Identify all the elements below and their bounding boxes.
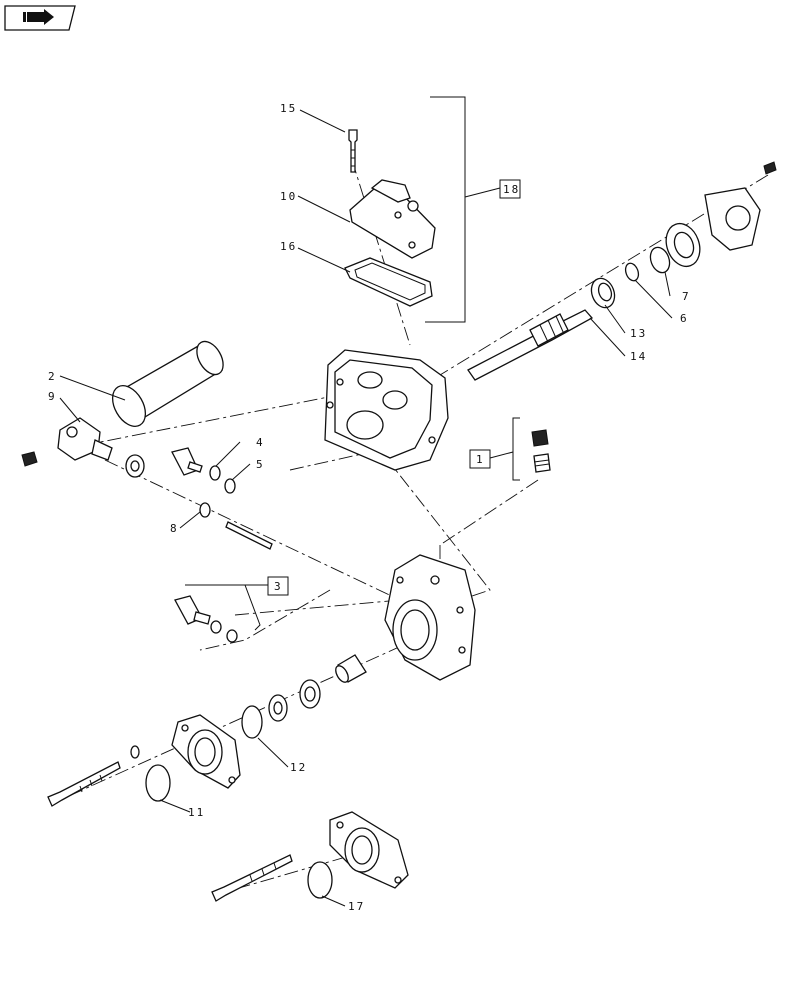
arrow-icon [23, 9, 54, 25]
svg-text:17: 17 [348, 900, 365, 913]
svg-text:8: 8 [170, 522, 179, 535]
kit-part-1 [489, 417, 551, 481]
housing-upper [324, 349, 449, 471]
svg-text:13: 13 [630, 327, 647, 340]
svg-text:18: 18 [503, 183, 520, 196]
control-valve-part-10 [349, 179, 436, 259]
svg-text:6: 6 [680, 312, 689, 325]
callout-4: 4 [256, 436, 265, 449]
callout-16: 16 [280, 240, 297, 253]
snap-ring-part-6 [624, 262, 640, 282]
o-ring-part-17 [307, 861, 333, 899]
svg-text:11: 11 [188, 806, 205, 819]
filter-head-part-9 [57, 417, 113, 461]
nut [125, 454, 145, 478]
callout-12: 12 [290, 761, 307, 774]
callout-17: 17 [348, 900, 365, 913]
gasket-part-16 [344, 257, 433, 307]
cover-plate [704, 187, 761, 251]
o-ring-part-8 [199, 502, 211, 518]
pin [225, 521, 273, 550]
callout-9: 9 [48, 390, 57, 403]
svg-text:3: 3 [274, 580, 283, 593]
bearing-lower-2 [268, 694, 288, 722]
long-bolt-lower [211, 854, 293, 902]
callout-14: 14 [630, 350, 647, 363]
bearing-lower [299, 679, 321, 709]
callout-15: 15 [280, 102, 297, 115]
bolt-part-15 [348, 129, 358, 173]
screw-top-right [763, 161, 777, 175]
callout-10: 10 [280, 190, 297, 203]
long-bolt-upper [47, 761, 121, 807]
o-ring-part-4 [209, 465, 221, 481]
callout-1: 1 [469, 449, 491, 469]
callout-18: 18 [499, 179, 521, 199]
callout-13: 13 [630, 327, 647, 340]
kit-part-3 [174, 584, 268, 643]
svg-text:16: 16 [280, 240, 297, 253]
svg-text:2: 2 [48, 370, 57, 383]
callout-6: 6 [680, 312, 689, 325]
bushing [335, 654, 367, 683]
group-bracket-18 [425, 96, 501, 323]
svg-text:4: 4 [256, 436, 265, 449]
svg-text:14: 14 [630, 350, 647, 363]
nav-arrow-button[interactable] [4, 5, 76, 31]
flange-upper [171, 714, 241, 789]
callout-11: 11 [188, 806, 205, 819]
valve-cartridge [171, 447, 203, 476]
bearing-part-13 [590, 277, 616, 309]
housing-lower [384, 554, 476, 681]
filter-part-2 [111, 340, 224, 427]
washer-lower [130, 745, 140, 759]
o-ring-part-12 [241, 705, 263, 739]
svg-text:12: 12 [290, 761, 307, 774]
callout-5: 5 [256, 458, 265, 471]
o-ring-part-11 [145, 764, 171, 802]
shaft-seal-part-7 [649, 222, 701, 274]
callout-3: 3 [267, 576, 289, 596]
leader-lines [59, 109, 673, 907]
svg-text:7: 7 [682, 290, 691, 303]
callout-7: 7 [682, 290, 691, 303]
callout-8: 8 [170, 522, 179, 535]
plug-left [21, 451, 38, 467]
svg-text:1: 1 [476, 453, 485, 466]
svg-text:9: 9 [48, 390, 57, 403]
callout-2: 2 [48, 370, 57, 383]
flange-lower [329, 811, 409, 889]
o-ring-part-5 [224, 478, 236, 494]
svg-text:15: 15 [280, 102, 297, 115]
svg-text:10: 10 [280, 190, 297, 203]
svg-text:5: 5 [256, 458, 265, 471]
drive-shaft-part-14 [467, 309, 594, 381]
